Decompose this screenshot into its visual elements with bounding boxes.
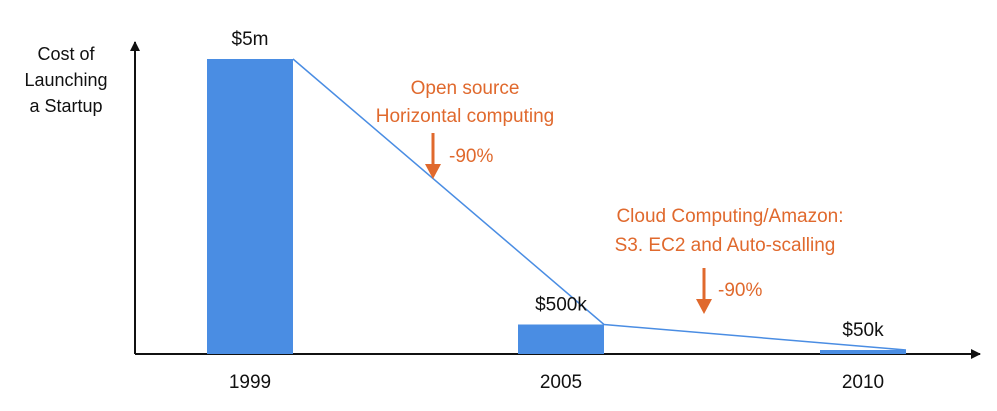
annotation-2-line-1: Cloud Computing/Amazon: bbox=[616, 206, 843, 227]
x-tick-1999: 1999 bbox=[229, 372, 271, 393]
bar-2005 bbox=[518, 324, 604, 354]
annotation-1-line-2: Horizontal computing bbox=[376, 106, 554, 127]
y-axis-label-line-3: a Startup bbox=[29, 96, 102, 116]
value-label-2010: $50k bbox=[842, 320, 884, 341]
down-arrow-icon bbox=[696, 268, 712, 314]
annotation-1-line-1: Open source bbox=[411, 78, 520, 99]
annotation-2-change: -90% bbox=[718, 280, 762, 301]
x-tick-2005: 2005 bbox=[540, 372, 582, 393]
bar-1999 bbox=[207, 59, 293, 354]
annotation-1-change: -90% bbox=[449, 146, 493, 167]
trend-line bbox=[292, 58, 907, 351]
value-label-2005: $500k bbox=[535, 295, 587, 316]
y-axis-label-line-2: Launching bbox=[24, 70, 107, 90]
x-tick-2010: 2010 bbox=[842, 372, 884, 393]
bar-2010 bbox=[820, 350, 906, 354]
annotation-2-line-2: S3. EC2 and Auto-scalling bbox=[615, 235, 836, 256]
y-axis-label-line-1: Cost of bbox=[37, 44, 95, 64]
down-arrow-icon bbox=[425, 133, 441, 179]
value-label-1999: $5m bbox=[232, 29, 269, 50]
